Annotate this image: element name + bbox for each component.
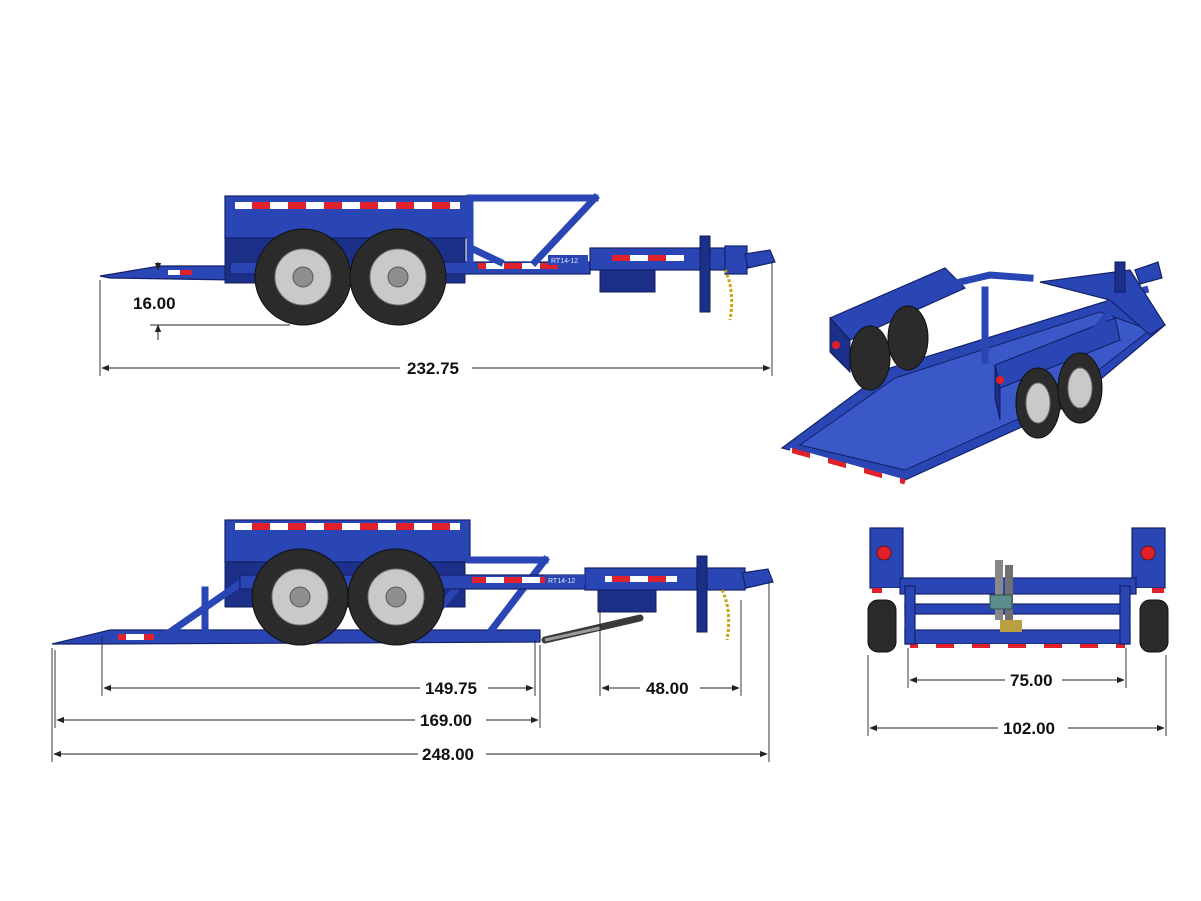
tongue-length-value: 48.00 [646, 679, 689, 698]
deck-length-value: 149.75 [425, 679, 477, 698]
isometric-view [780, 261, 1167, 485]
overall-width-value: 102.00 [1003, 719, 1055, 738]
dim-overall-width: 102.00 [867, 655, 1167, 738]
model-label-lower: RT14-12 [548, 578, 575, 585]
dim-deck-height: 16.00 [133, 262, 290, 340]
deck-height-value: 16.00 [133, 294, 176, 313]
wheel-upper-rear [349, 228, 447, 326]
model-label-upper: RT14-12 [551, 258, 578, 265]
side-view-upper: RT14-12 [99, 193, 776, 326]
dim-inner-width: 75.00 [907, 648, 1127, 690]
dim-deck-length: 149.75 [101, 636, 536, 698]
dim-tongue-length: 48.00 [599, 600, 742, 698]
side-view-lower: RT14-12 [51, 519, 774, 646]
inner-width-value: 75.00 [1010, 671, 1053, 690]
frame-length-value: 169.00 [420, 711, 472, 730]
dim-overall-length-upper: 232.75 [99, 262, 773, 378]
overall-length-upper-value: 232.75 [407, 359, 459, 378]
wheel-lower-front [251, 548, 349, 646]
wheel-upper-front [254, 228, 352, 326]
dim-frame-length: 169.00 [54, 645, 541, 730]
overall-length-lower-value: 248.00 [422, 745, 474, 764]
dim-overall-length-lower: 248.00 [51, 580, 770, 764]
wheel-lower-rear [347, 548, 445, 646]
rear-view [867, 527, 1169, 653]
